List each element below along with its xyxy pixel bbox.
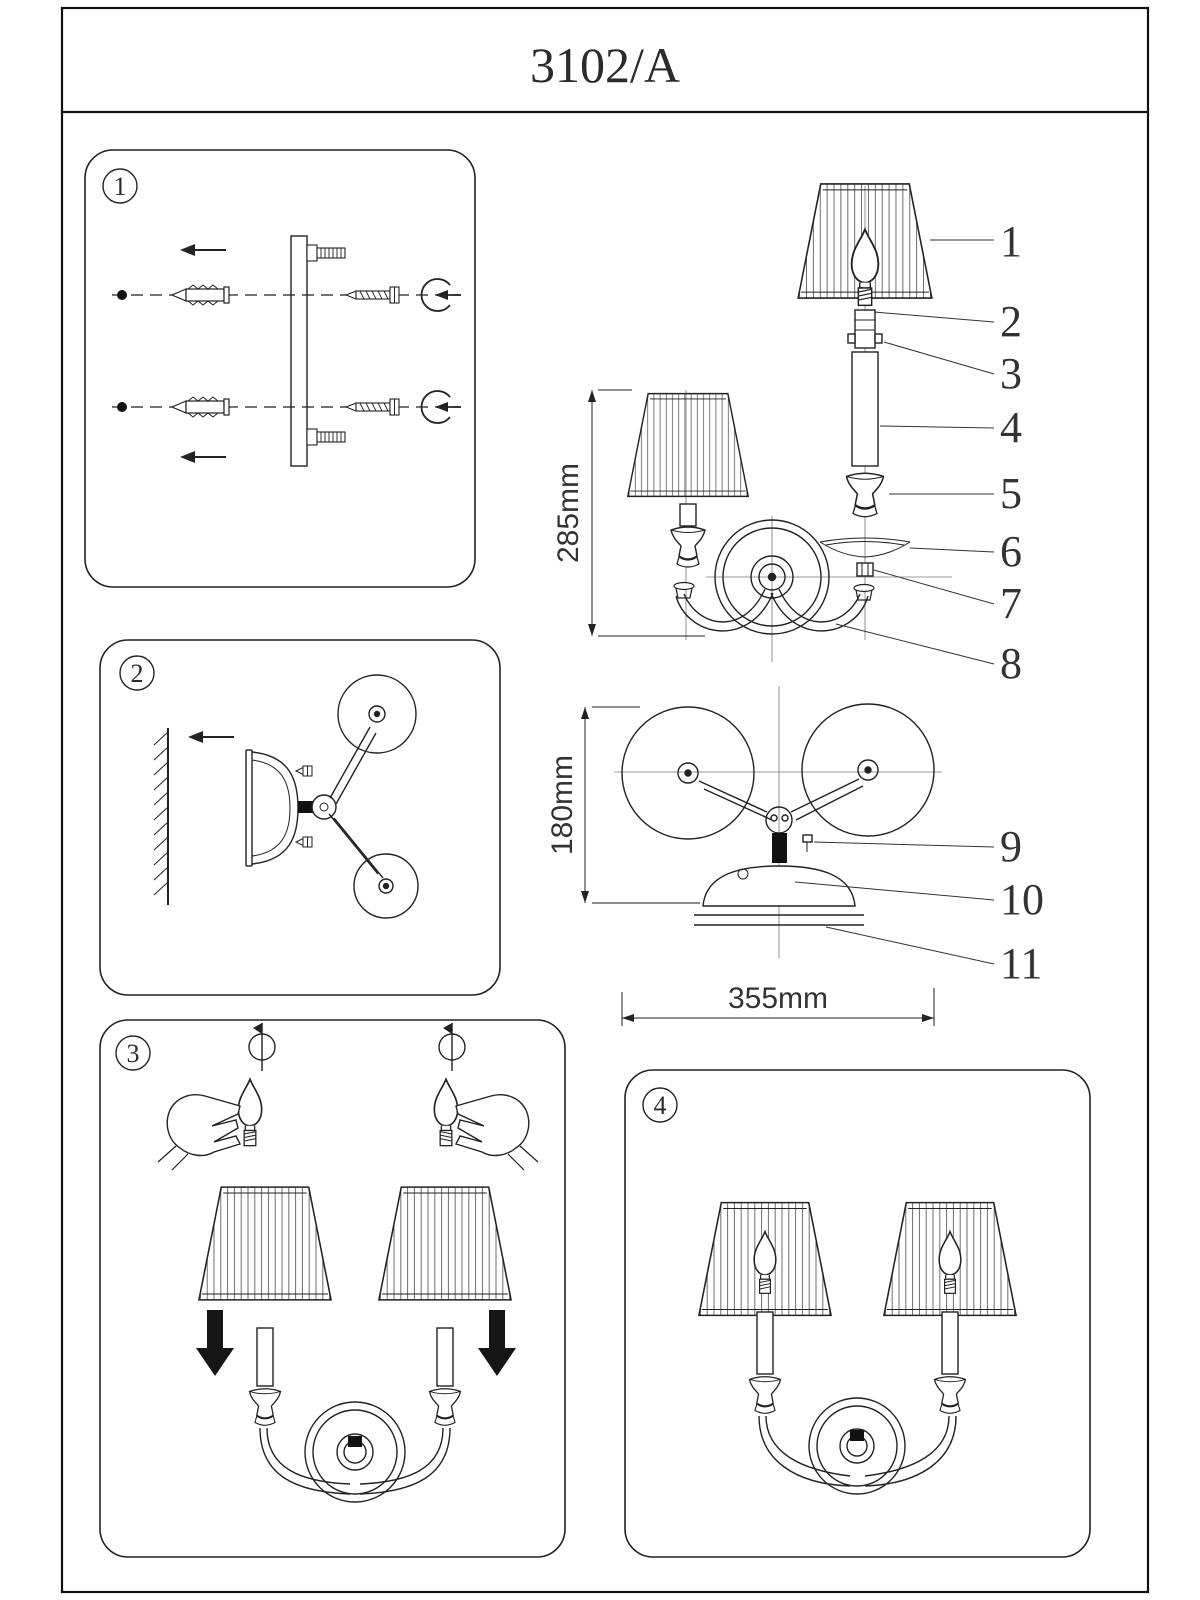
callout-line-11 [825, 926, 995, 965]
step4-panel: 4 [624, 1069, 1091, 1558]
wall-anchor-bottom [171, 396, 230, 418]
exploded-top-view [614, 686, 942, 958]
finished-lamp [698, 1201, 1017, 1495]
wall-anchor-top [171, 284, 230, 306]
bobeche-dish [819, 537, 911, 558]
step3-panel: 3 [99, 1019, 566, 1558]
step2-panel: 2 [99, 639, 501, 996]
shade-down-arrow-left [196, 1310, 234, 1376]
part-number-3: 3 [1000, 349, 1022, 398]
thumb-screw [802, 834, 813, 852]
candle-cup-exploded [845, 472, 885, 518]
canopy-side-view [694, 865, 864, 926]
screw-top [345, 286, 400, 304]
hand-installing-bulb-right [434, 1079, 538, 1170]
exploded-front-view [626, 183, 952, 662]
part-number-10: 10 [1000, 875, 1044, 924]
candle-tube [851, 351, 879, 467]
dimension-width-label: 355mm [728, 982, 828, 1015]
shade-circles-top [621, 703, 935, 840]
callout-line-7 [873, 569, 995, 605]
part-number-9: 9 [1000, 822, 1022, 871]
wall-hole-bottom [117, 402, 127, 412]
candle-sleeve-left [679, 503, 697, 527]
step1-number: 1 [114, 172, 127, 201]
arm-end-right [853, 583, 875, 601]
lock-nut [856, 562, 874, 577]
model-number-title: 3102/A [530, 37, 680, 93]
callout-line-8 [835, 623, 995, 665]
step1-panel: 1 [84, 149, 476, 588]
insert-arrow-top [179, 243, 227, 257]
candle-cup-left [670, 526, 706, 568]
shade-down-arrow-right [478, 1310, 516, 1376]
dimension-180: 180mm [546, 706, 700, 904]
part-number-7: 7 [1000, 579, 1022, 628]
arms-top-view [328, 674, 419, 919]
dimension-height-label: 285mm [552, 463, 585, 563]
part-number-5: 5 [1000, 469, 1022, 518]
wall-hatch [153, 728, 169, 905]
dimension-285: 285mm [552, 389, 705, 637]
bracket-top-view [245, 749, 337, 867]
part-number-1: 1 [1000, 217, 1022, 266]
part-number-4: 4 [1000, 403, 1022, 452]
wall-hole-top [117, 290, 127, 300]
screw-bottom [345, 398, 400, 416]
insert-arrow-bottom [179, 450, 227, 464]
page-frame [60, 6, 1150, 1594]
dimension-depth-label: 180mm [546, 755, 579, 855]
step3-number: 3 [127, 1039, 140, 1068]
part-number-8: 8 [1000, 639, 1022, 688]
lampshade-step3-right [378, 1186, 512, 1301]
bracket-stem [298, 801, 316, 813]
callout-line-6 [909, 547, 995, 553]
step2-number: 2 [131, 659, 144, 688]
callout-line-9 [813, 841, 995, 848]
rotate-bulb-icon-left [248, 1022, 276, 1072]
lamp-socket [847, 309, 883, 349]
part-number-2: 2 [1000, 297, 1022, 346]
part-number-11: 11 [1000, 939, 1042, 988]
callout-line-2 [873, 311, 995, 323]
mounting-plate [290, 235, 346, 467]
step4-number: 4 [654, 1091, 667, 1120]
part-callouts: 1 2 3 4 5 6 7 8 9 10 11 [794, 217, 1044, 988]
hand-installing-bulb-left [158, 1079, 262, 1170]
wall-plate-front [673, 519, 875, 635]
lampshade-left [626, 392, 750, 498]
bracket-screw-top [295, 765, 313, 777]
push-to-wall-arrow [187, 730, 235, 744]
callout-line-3 [883, 341, 995, 375]
rotate-bulb-icon-right [438, 1022, 466, 1072]
lampshade-step3-left [198, 1186, 332, 1301]
stud-bolt-bottom [306, 428, 346, 446]
bracket-screw-bottom [295, 836, 313, 848]
callout-line-10 [794, 881, 995, 901]
dimension-355: 355mm [621, 982, 935, 1026]
part-number-6: 6 [1000, 527, 1022, 576]
lamp-body-step3 [248, 1327, 462, 1503]
stud-bolt-top [306, 244, 346, 262]
callout-line-4 [879, 425, 995, 429]
arms-hub-top [698, 778, 864, 863]
